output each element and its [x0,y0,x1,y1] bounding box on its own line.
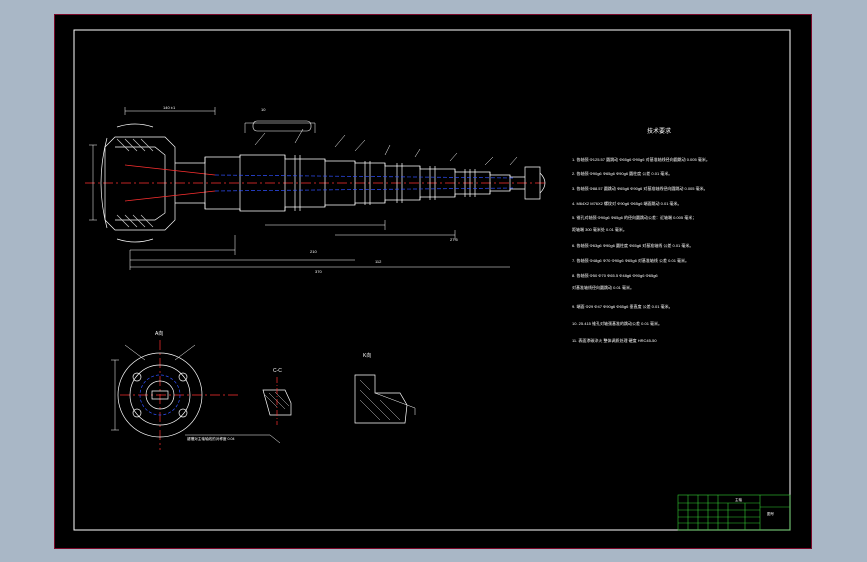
title-block: 主轴 图号 [677,494,791,531]
tech-item-10: 10. 25.415 锥孔对轴颈基准的跳动公差 0.01 毫米。 [572,320,662,326]
cc-section: C-C [262,368,292,425]
tech-item-8b: 对基准轴线径向圆跳动 0.01 毫米。 [572,284,634,290]
nose-inner [115,146,166,221]
k-detail: K向 [354,352,416,424]
tech-item-7: 7. 各轴颈 Φ48g6 Φ70 Φ90g6 Φ65g6 对基准轴线 公差 0.… [572,257,689,263]
a-view-note: 键槽对主轴轴线的对称度 0.04 [187,436,235,441]
k-detail-label: K向 [363,352,371,359]
shaft-lower-profile [175,188,525,212]
title-block-drawing-no: 图号 [767,511,775,516]
svg-text:27.5: 27.5 [450,237,459,242]
tech-item-5b: 距轴端 300 毫米处 0.01 毫米。 [572,226,627,232]
tech-item-9: 9. 端面 Φ29 Φ47 Φ90g6 Φ65g6 垂直度 公差 0.01 毫米… [572,303,673,309]
cc-section-label: C-C [273,368,282,374]
spindle-nose [104,136,176,231]
spindle-main-view: 140 ±1 10 210 112 370 27.5 [85,105,546,274]
svg-text:112: 112 [375,259,382,264]
tech-item-3: 3. 各轴颈 Φ88.57 圆跳动 Φ65g6 Φ90g6 对基准轴线径向圆跳动… [572,185,708,191]
tech-item-2: 2. 各轴颈 Φ90g6 Φ65g6 Φ90g6 圆柱度 公差 0.01 毫米。 [572,170,672,176]
drawing-sheet[interactable]: 140 ±1 10 210 112 370 27.5 A向 [54,14,812,549]
svg-text:370: 370 [315,269,322,274]
tech-item-5: 5. 锥孔对轴颈 Φ90g6 Φ65g6 的径向圆跳动公差：近轴端 0.005 … [572,214,696,220]
drawing-svg: 140 ±1 10 210 112 370 27.5 A向 [73,29,791,531]
svg-text:140 ±1: 140 ±1 [163,105,176,110]
shaft-upper-profile [175,154,525,178]
tech-item-4: 4. M64X2 M76X2 螺纹对 Φ90g6 Φ65g6 端面跳动 0.01… [572,200,682,206]
svg-text:10: 10 [261,107,266,112]
tech-item-1: 1. 各轴颈 Φ125.57 圆跳动 Φ65g6 Φ90g6 对基准轴线径向圆跳… [572,156,710,162]
svg-text:210: 210 [310,249,317,254]
tech-item-11: 11. 表面渗碳淬火 整体调质处理 硬度 HRC45-50 [572,337,657,343]
tech-item-8: 8. 各轴颈 Φ50 Φ70 Φ65.5 Φ48g6 Φ90g6 Φ65g6 [572,272,658,278]
inner-border [73,29,791,531]
a-view-label: A向 [155,330,163,337]
tech-requirements: 技术要求 1. 各轴颈 Φ125.57 圆跳动 Φ65g6 Φ90g6 对基准轴… [572,127,710,343]
a-view: A向 键槽对主轴轴线的对称度 0.04 [111,330,281,450]
tech-item-6: 6. 各轴颈 Φ63g6 Φ90g6 圆柱度 Φ65g6 对基准轴线 公差 0.… [572,242,693,248]
tech-title: 技术要求 [647,127,671,135]
title-block-title: 主轴 [735,497,743,502]
